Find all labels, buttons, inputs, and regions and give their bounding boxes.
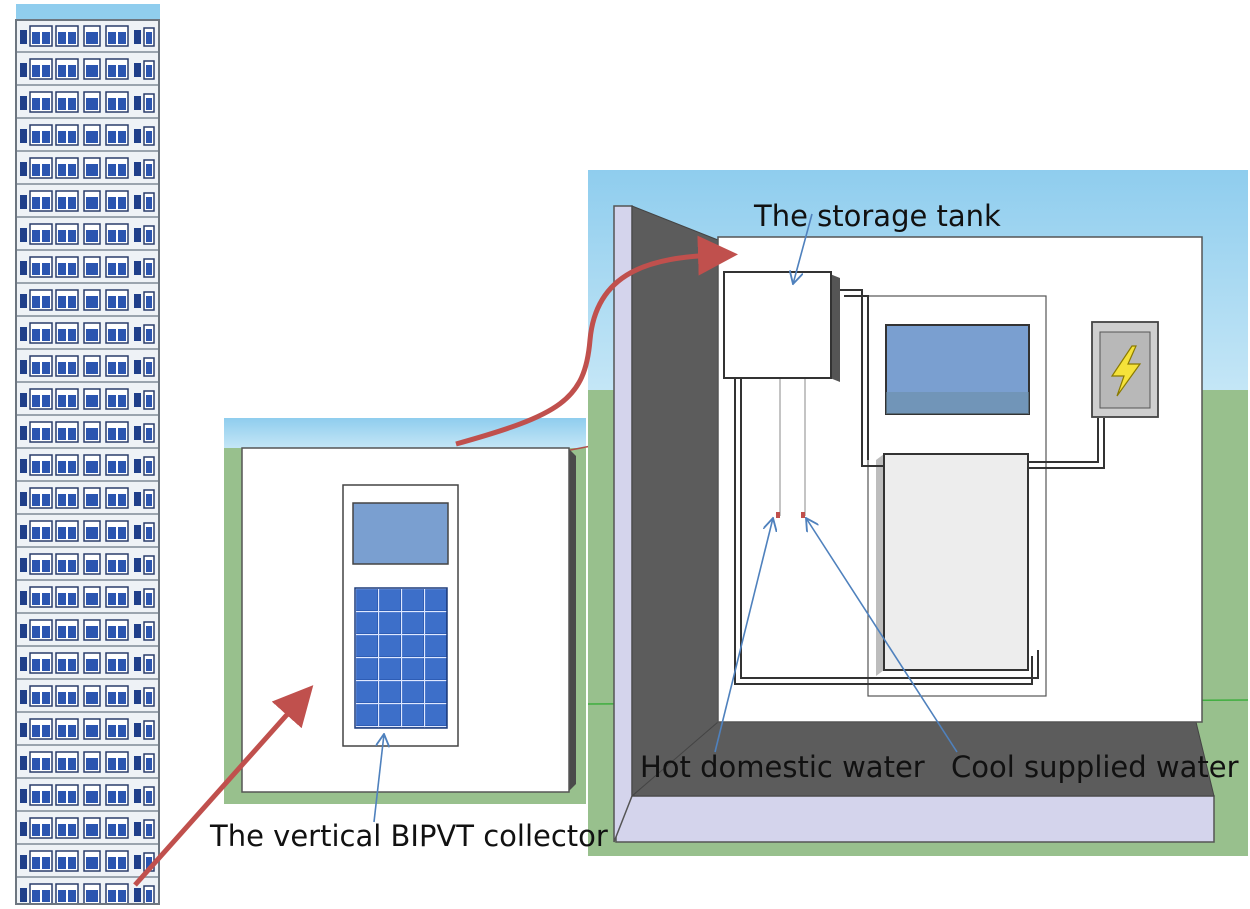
indoor-heat-exchanger — [883, 453, 1029, 671]
label-cool-supplied-water: Cool supplied water — [951, 750, 1239, 784]
bipvt-pv-panel — [354, 587, 448, 729]
arrow-building-to-unit — [133, 685, 314, 887]
water-piping — [734, 289, 1105, 685]
room-floor-slab-front — [615, 795, 1215, 843]
pointer-storage-tank — [793, 213, 813, 284]
room-window-frame — [867, 295, 1047, 697]
label-storage-tank: The storage tank — [753, 199, 1001, 233]
unit-exterior-view — [224, 418, 613, 804]
unit-window — [352, 502, 449, 565]
storage-tank — [723, 271, 832, 379]
pointer-collector — [373, 734, 384, 823]
high-rise-building — [15, 4, 160, 905]
unit-wall-side — [568, 448, 576, 792]
pointer-hot-water — [714, 518, 773, 753]
room-side-wall — [631, 205, 719, 798]
label-hot-domestic-water: Hot domestic water — [640, 750, 925, 784]
building-facade — [16, 20, 159, 904]
pointer-cool-water — [806, 518, 958, 753]
lightning-bolt-icon — [1110, 345, 1142, 397]
room-side-wall-edge — [613, 205, 633, 843]
arrow-unit-to-room — [455, 235, 738, 447]
room-interior-view — [587, 170, 1249, 856]
label-vertical-bipvt-collector: The vertical BIPVT collector — [209, 819, 608, 853]
unit-sky-background — [224, 418, 586, 448]
